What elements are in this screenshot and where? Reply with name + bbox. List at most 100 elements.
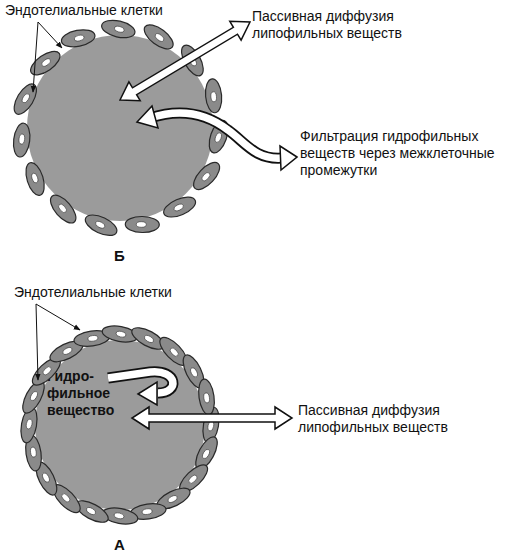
cell-nucleus [26,419,33,430]
cell-body [175,461,211,497]
leader-lines [33,22,80,380]
cell-body [73,329,111,349]
endothelial-cell [125,216,159,233]
endothelial-cell [156,333,192,369]
endothelial-cell [175,461,211,497]
cell-nucleus [154,32,165,42]
endothelial-cell [177,42,207,79]
cell-nucleus [40,57,51,67]
cell-body [129,323,168,353]
endothelial-cell [49,480,85,516]
endothelial-cell [47,337,86,366]
cell-body [18,377,48,416]
endothelial-cell [22,160,47,197]
cell-nucleus [30,447,37,458]
process-label: Пассивная диффузия липофильных веществ [252,8,422,42]
cell-body [49,480,85,516]
cell-nucleus [201,448,211,459]
endothelial-cell [179,352,208,391]
cell-body [28,354,64,390]
endothelial-cell [204,78,223,113]
cell-nucleus [21,93,31,104]
endothelial-cell [189,158,224,194]
endothelial-cells [10,17,232,526]
cell-body [156,333,192,369]
cell-body [27,47,64,80]
cell-nucleus [173,203,184,212]
cells-label: Эндотелиальные клетки [5,2,215,19]
cell-nucleus [31,172,39,183]
leader-line [36,304,80,330]
panel-letter: Б [114,247,144,264]
endothelial-cell [101,323,139,344]
cell-body [161,193,199,221]
cell-nucleus [142,508,153,515]
endothelial-cell [27,47,64,80]
cell-body [154,484,193,513]
circle-outline [35,340,205,510]
cell-nucleus [57,203,68,214]
cell-body [72,496,111,526]
hook-arrow-outline [108,372,173,393]
filtration-arrow-head [137,106,158,128]
cell-body [197,378,217,416]
circle-fill [35,340,205,510]
endothelial-cell [72,496,111,526]
endothelial-cell [46,191,80,227]
panel-letter: А [114,536,144,553]
capillary-lumen [27,35,213,221]
process-label: Фильтрация гидрофильных веществ через ме… [300,128,520,179]
cell-body [204,78,223,113]
cells-label: Эндотелиальные клетки [14,284,224,301]
cell-body [100,17,137,40]
hook-arrow-body [108,372,173,393]
cell-nucleus [42,365,53,376]
filtration-arrow-body [150,113,282,158]
hook-arrow-head [138,382,157,405]
endothelial-cell [12,122,32,158]
endothelial-cell [10,80,41,117]
cell-body [189,158,224,194]
cell-nucleus [214,132,223,143]
filtration-arrow-head [280,146,297,170]
endothelial-cell [100,17,137,40]
endothelial-cell [197,378,217,416]
cell-body [18,406,39,444]
endothelial-cell [129,323,168,353]
endothelial-cell [161,193,199,221]
cell-nucleus [203,393,210,404]
cell-nucleus [114,25,125,33]
endothelial-cell [60,27,96,49]
endothelial-cell [73,329,111,349]
filtration-arrow-outline [150,113,282,158]
cell-nucleus [85,506,96,516]
endothelial-cell [28,354,64,390]
cell-body [101,505,139,526]
cell-nucleus [88,335,99,342]
leader-line [36,304,38,380]
cell-body [140,20,177,53]
cell-nucleus [189,367,198,378]
cell-nucleus [94,220,105,229]
process-label: Пассивная диффузия липофильных веществ [298,402,468,436]
cell-body [200,406,221,444]
cell-body [47,337,86,366]
cell-nucleus [200,171,211,182]
cell-body [125,216,159,233]
cell-body [206,118,232,155]
endothelial-cell [140,20,177,53]
endothelial-cell [32,459,61,498]
cell-nucleus [210,92,216,102]
endothelial-cell [24,434,44,472]
endothelial-cell [129,502,167,522]
transport-arrows [108,21,297,429]
endothelial-cell [206,118,232,155]
cell-body [191,434,221,473]
leader-line [38,22,62,48]
cell-nucleus [167,494,178,503]
cell-nucleus [187,474,198,485]
cell-nucleus [18,134,25,145]
cell-nucleus [60,492,71,503]
diffusion-arrow [132,407,292,429]
